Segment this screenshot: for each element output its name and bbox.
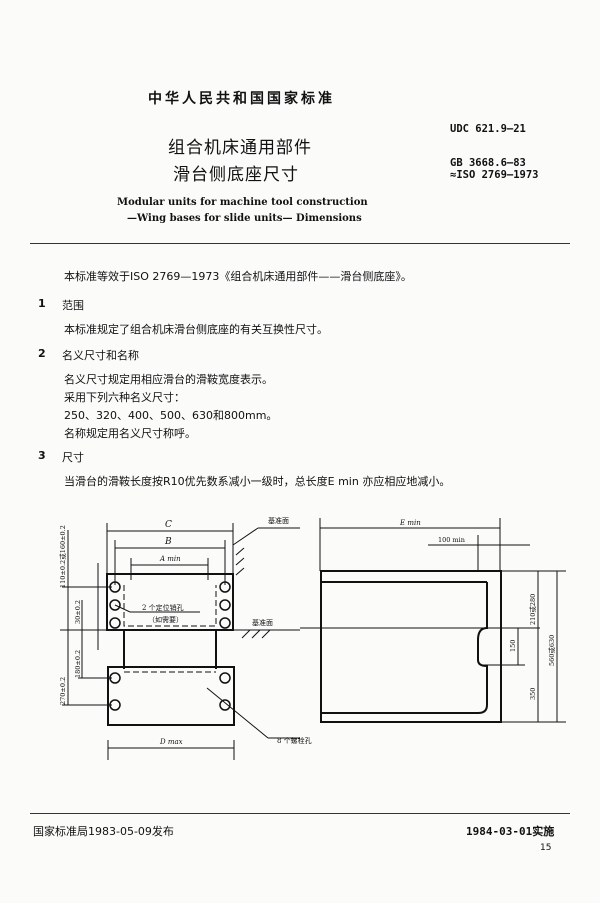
- dim-c-label: C: [165, 520, 172, 530]
- dim-150-label: 150: [509, 640, 517, 652]
- bolt-hole-label: 8 个螺栓孔: [277, 736, 312, 745]
- section-3-number: 3: [38, 449, 46, 462]
- title-cn-line2: 滑台侧底座尺寸: [173, 165, 299, 185]
- dim-110-label: 110±0.2或160±0.2: [58, 525, 67, 588]
- dim-d-label: D max: [159, 738, 183, 746]
- dim-b-label: B: [164, 537, 172, 547]
- section-2-title: 名义尺寸和名称: [62, 349, 139, 362]
- dim-30-label: 30±0.2: [74, 600, 82, 624]
- dim-560-label: 560或630: [547, 635, 556, 666]
- title-en-line2: —Wing bases for slide units— Dimensions: [127, 213, 362, 224]
- intro-text: 本标准等效于ISO 2769—1973《组合机床通用部件——滑台侧底座》。: [64, 270, 412, 283]
- country-standard: 中华人民共和国国家标准: [148, 91, 335, 107]
- section-2-number: 2: [38, 347, 46, 360]
- dim-a-label: A min: [159, 555, 181, 563]
- section-1-number: 1: [38, 297, 46, 310]
- dim-210-label: 210或280: [528, 594, 537, 625]
- dowel-hole-note: （如需要）: [148, 615, 183, 624]
- udc-code: UDC 621.9—21: [450, 123, 526, 135]
- section-1-text: 本标准规定了组合机床滑台侧底座的有关互换性尺寸。: [64, 323, 328, 336]
- section-2-text: 250、320、400、500、630和800mm。: [64, 409, 278, 422]
- page-number: 15: [540, 843, 552, 853]
- footer-divider: [30, 813, 570, 814]
- effective-date: 1984-03-01实施: [466, 825, 555, 838]
- dowel-hole-label: 2 个定位销孔: [142, 603, 184, 612]
- dim-100-label: 100 min: [438, 536, 465, 544]
- issuer-date: 国家标准局1983-05-09发布: [33, 825, 174, 838]
- section-1-title: 范围: [62, 299, 84, 312]
- dim-180-label: 180±0.2: [74, 650, 82, 678]
- dim-350-label: 350: [529, 688, 537, 700]
- iso-code: ≈ISO 2769—1973: [450, 169, 539, 181]
- dim-e-label: E min: [399, 519, 421, 527]
- ref-surface-mid-label: 基准面: [252, 618, 273, 627]
- section-2-text: 名义尺寸规定用相应滑台的滑鞍宽度表示。: [64, 373, 273, 386]
- gb-code: GB 3668.6—83: [450, 157, 526, 169]
- header-divider: [30, 243, 570, 244]
- section-3-title: 尺寸: [62, 451, 84, 464]
- section-3-text: 当滑台的滑鞍长度按R10优先数系减小一级时，总长度E min 亦应相应地减小。: [64, 475, 451, 488]
- title-en-line1: Modular units for machine tool construct…: [117, 197, 368, 208]
- section-2-text: 名称规定用名义尺寸称呼。: [64, 427, 196, 440]
- title-cn-line1: 组合机床通用部件: [168, 138, 312, 158]
- dim-270-label: 270±0.2: [59, 677, 67, 705]
- section-2-text: 采用下列六种名义尺寸：: [64, 391, 185, 404]
- ref-surface-top-label: 基准面: [268, 516, 289, 525]
